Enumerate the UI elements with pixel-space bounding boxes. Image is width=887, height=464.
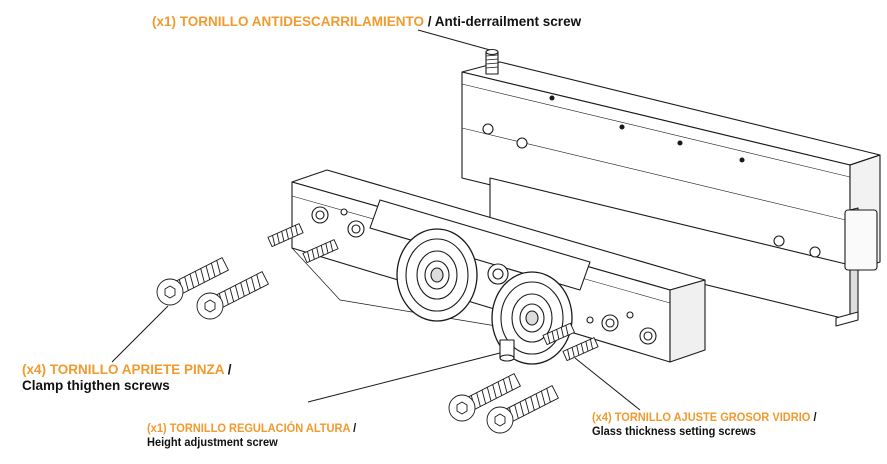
callout-glass-screws: (x4) TORNILLO AJUSTE GROSOR VIDRIO / Gla… xyxy=(592,410,817,439)
leader-glass xyxy=(574,357,641,411)
callout-height-sep: / xyxy=(350,421,357,435)
leader-anti-derailment xyxy=(417,29,491,51)
rail-profile xyxy=(461,61,881,327)
callout-height-screw: (x1) TORNILLO REGULACIÓN ALTURA / Height… xyxy=(147,421,357,450)
callout-clamp-es: (x4) TORNILLO APRIETE PINZA xyxy=(22,362,225,377)
callout-anti-derailment-en: Anti-derrailment screw xyxy=(434,14,582,29)
callout-glass-es: (x4) TORNILLO AJUSTE GROSOR VIDRIO xyxy=(592,410,811,424)
callout-glass-sep: / xyxy=(810,410,817,424)
set-screws-carriage xyxy=(267,223,599,362)
loose-screws-glass xyxy=(448,373,559,434)
callout-anti-derailment-sep: / xyxy=(424,14,435,29)
callout-height-es: (x1) TORNILLO REGULACIÓN ALTURA xyxy=(147,421,351,435)
carriage-body xyxy=(291,169,706,363)
height-adjustment-screw xyxy=(499,339,515,362)
callout-anti-derailment-screw: (x1) TORNILLO ANTIDESCARRILAMIENTO / Ant… xyxy=(152,14,581,30)
callout-anti-derailment-es: (x1) TORNILLO ANTIDESCARRILAMIENTO xyxy=(152,14,425,29)
callout-clamp-sep: / xyxy=(224,362,232,377)
leader-lines xyxy=(111,29,641,411)
roller-wheel-left xyxy=(396,228,478,322)
callout-clamp-en: Clamp thigthen screws xyxy=(22,377,170,393)
leader-height xyxy=(307,352,501,403)
callout-glass-en: Glass thickness setting screws xyxy=(592,423,756,438)
callout-height-en: Height adjustment screw xyxy=(147,434,278,449)
callout-clamp-screws: (x4) TORNILLO APRIETE PINZA / Clamp thig… xyxy=(22,362,232,393)
leader-clamp xyxy=(111,305,169,363)
loose-screws-clamp xyxy=(156,257,269,320)
anti-derailment-screw xyxy=(485,48,499,75)
